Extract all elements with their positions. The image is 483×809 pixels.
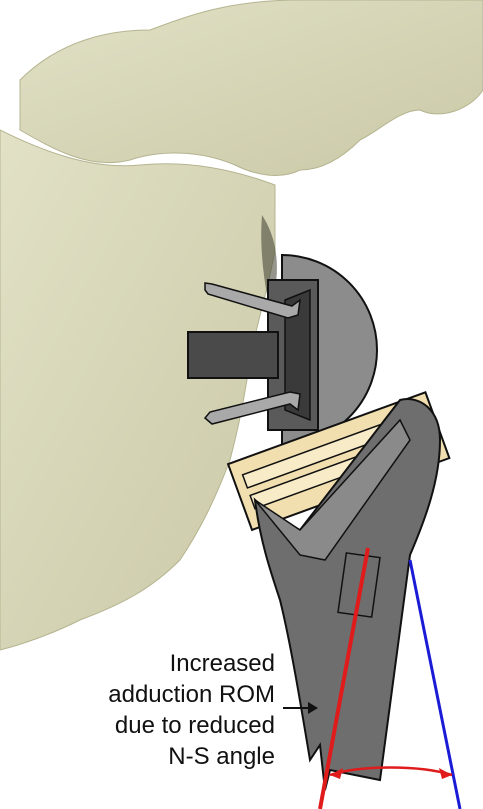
central-peg bbox=[188, 332, 278, 378]
annotation-line-2: adduction ROM bbox=[35, 679, 275, 710]
acromion bbox=[20, 0, 483, 175]
annotation-line-1: Increased bbox=[35, 648, 275, 679]
annotation-text: Increased adduction ROM due to reduced N… bbox=[35, 648, 275, 772]
annotation-line-3: due to reduced bbox=[35, 710, 275, 741]
scapula bbox=[0, 130, 275, 650]
annotation-line-4: N-S angle bbox=[35, 741, 275, 772]
